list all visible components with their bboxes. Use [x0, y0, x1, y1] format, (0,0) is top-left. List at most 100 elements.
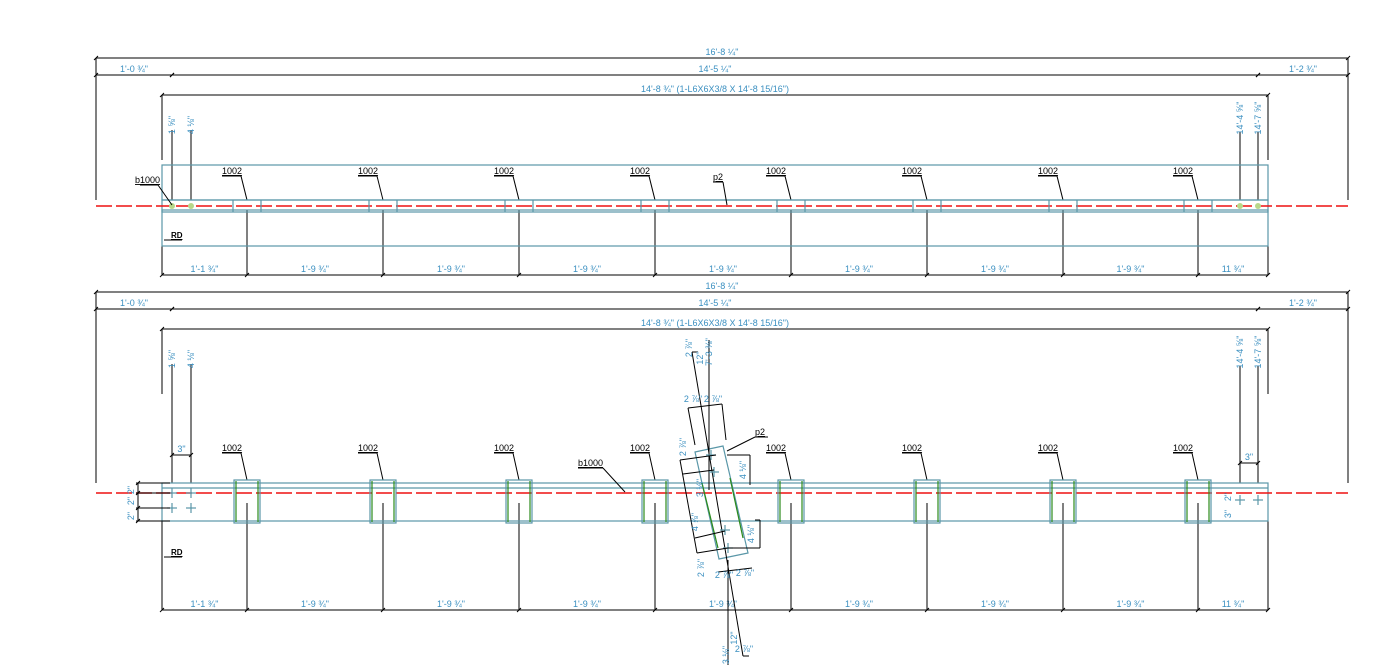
right-extension-dimension: 1'-2 ¾" — [1289, 298, 1317, 308]
leader-line — [240, 452, 248, 481]
dim-tick — [1255, 306, 1261, 312]
piece-mark-1002: 1002 — [1173, 443, 1193, 453]
leader-line — [1056, 175, 1064, 201]
gusset-dimension: 3 ⅛" — [721, 646, 731, 664]
bolt-hole — [1255, 203, 1261, 209]
dim-tick — [135, 518, 141, 524]
dim-tick — [188, 452, 194, 458]
piece-mark-1002: 1002 — [902, 166, 922, 176]
left-extension-dimension: 1'-0 ¾" — [120, 64, 148, 74]
spacing-dimension: 1'-9 ¾" — [981, 599, 1009, 609]
gusset-dimension: 2 ⅞" — [704, 394, 722, 404]
gusset-dimension: 4 ⅛" — [746, 525, 756, 543]
spacing-dimension: 1'-9 ¾" — [981, 264, 1009, 274]
bolt-line — [679, 454, 717, 461]
edge-dimension: 2" — [126, 512, 136, 520]
dim-line — [687, 403, 723, 409]
ext — [721, 403, 727, 441]
brace-workline — [691, 351, 744, 657]
overall-dimension: 16'-8 ¼" — [706, 47, 739, 57]
gusset-dimension: 12" — [695, 351, 705, 364]
spacing-dimension: 11 ¾" — [1222, 599, 1245, 609]
dim-tick — [169, 306, 175, 312]
leader-line — [240, 175, 248, 201]
piece-mark-b1000: b1000 — [135, 175, 160, 185]
leader-line — [648, 175, 656, 201]
ext — [687, 407, 696, 446]
spacing-dimension: 1'-9 ¾" — [1117, 264, 1145, 274]
spacing-dimension: 1'-9 ¾" — [845, 599, 873, 609]
angle-leg-bottom — [161, 209, 1269, 247]
left-extension-dimension: 1'-0 ¾" — [120, 298, 148, 308]
gusset-dimension: 4 ⅛" — [738, 461, 748, 479]
piece-mark-1002: 1002 — [222, 166, 242, 176]
bolt-hole — [1237, 203, 1243, 209]
leader-line — [512, 175, 520, 201]
angle-body — [161, 482, 1269, 522]
dim-tick — [169, 452, 175, 458]
bolt-gage-dimension: 3" — [177, 444, 185, 454]
dim-tick — [1265, 272, 1271, 278]
bolt-dimension: 4 ⅛" — [186, 116, 196, 134]
bolt-dimension: 1 ⅝" — [167, 350, 177, 368]
bolt-line — [682, 469, 715, 475]
leader-line — [157, 184, 173, 206]
bolt-line — [696, 547, 729, 554]
leader-line — [376, 175, 384, 201]
piece-mark-p2: p2 — [713, 172, 723, 182]
gusset-dimension: 2 ⅞" — [684, 394, 702, 404]
bolt-dimension: 4 ⅛" — [186, 350, 196, 368]
dim-tick — [1255, 460, 1261, 466]
right-gage-dimension: 3" — [1245, 452, 1253, 462]
gusset-plate — [777, 479, 805, 524]
spacing-dimension: 1'-1 ¾" — [191, 264, 219, 274]
dim-tick — [135, 490, 141, 496]
edge-dimension: 2" — [1223, 493, 1233, 501]
bolt-line — [694, 530, 726, 539]
leader-line — [722, 181, 728, 206]
bolt-dimension: 14'-4 ⅝" — [1235, 336, 1245, 369]
leader-line — [920, 175, 928, 201]
piece-mark-1002: 1002 — [358, 166, 378, 176]
leader-line — [1191, 175, 1199, 201]
spacing-dimension: 1'-1 ¾" — [191, 599, 219, 609]
dim-line — [679, 459, 698, 554]
bolt-dimension: 14'-7 ⅝" — [1253, 336, 1263, 369]
piece-mark-1002: 1002 — [766, 166, 786, 176]
dim-tick — [159, 607, 165, 613]
leader-line — [602, 467, 626, 493]
spacing-dimension: 1'-9 ¾" — [437, 264, 465, 274]
dim-tick — [1255, 72, 1261, 78]
dim-line — [717, 567, 753, 573]
piece-mark-b1000: b1000 — [578, 458, 603, 468]
spacing-dimension: 1'-9 ¾" — [437, 599, 465, 609]
rd-label: RD — [171, 548, 183, 557]
gusset-dimension: 7'-3 ⅜" — [704, 338, 714, 366]
gusset-plate — [505, 479, 533, 524]
bolt-hole — [169, 203, 175, 209]
spacing-dimension: 1'-9 ¾" — [709, 599, 737, 609]
dim-tick — [1237, 460, 1243, 466]
piece-mark-1002: 1002 — [766, 443, 786, 453]
rd-label: RD — [171, 231, 183, 240]
leader-line — [1056, 452, 1064, 481]
member-length-dimension: 14'-8 ¾" (1-L6X6X3/8 X 14'-8 15/16") — [641, 318, 789, 328]
piece-mark-1002: 1002 — [630, 166, 650, 176]
spacing-dimension: 1'-9 ¾" — [301, 264, 329, 274]
plate-edge — [701, 482, 719, 549]
gusset-dimension: 3 ⅛" — [695, 479, 705, 497]
spacing-dimension: 1'-9 ¾" — [301, 599, 329, 609]
edge-dimension: 3" — [1223, 510, 1233, 518]
edge-dimension: 2" — [126, 497, 136, 505]
gusset-plate — [641, 479, 669, 524]
gusset-plate — [233, 479, 261, 524]
middle-dimension: 14'-5 ¼" — [699, 64, 732, 74]
gusset-dimension: 2 ⅞" — [684, 339, 694, 357]
member-length-dimension: 14'-8 ¾" (1-L6X6X3/8 X 14'-8 15/16") — [641, 84, 789, 94]
piece-mark-1002: 1002 — [1038, 443, 1058, 453]
piece-mark-1002: 1002 — [1038, 166, 1058, 176]
bolt-dimension: 14'-4 ⅝" — [1235, 102, 1245, 135]
gusset-dimension: 2 ⅞" — [736, 568, 754, 578]
gusset-plate — [1049, 479, 1077, 524]
piece-mark-p2: p2 — [755, 427, 765, 437]
